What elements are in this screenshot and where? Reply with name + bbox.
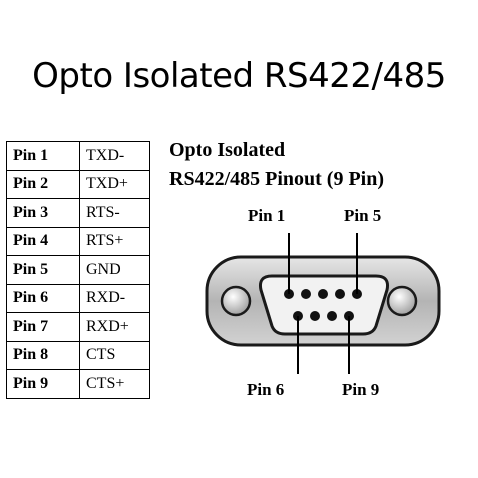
pin-4-dot [335, 289, 345, 299]
d-sub-face [259, 274, 389, 336]
pin-cell: Pin 7 [6, 312, 80, 342]
signal-cell: RXD- [79, 283, 150, 313]
pinout-title-line2: RS422/485 Pinout (9 Pin) [169, 168, 385, 190]
pin-cell: Pin 2 [6, 169, 80, 199]
pinout-title: Opto Isolated RS422/485 Pinout (9 Pin) [169, 136, 384, 194]
pin-1-label: Pin 1 [248, 206, 286, 225]
pin-6-label: Pin 6 [247, 380, 285, 399]
pin-8-dot [327, 311, 337, 321]
pin-5-label: Pin 5 [344, 206, 382, 225]
pin-7-dot [310, 311, 320, 321]
signal-cell: GND [79, 255, 150, 285]
pin-cell: Pin 6 [6, 283, 80, 313]
pin-2-dot [301, 289, 311, 299]
signal-cell: RXD+ [79, 312, 150, 342]
page-title: Opto Isolated RS422/485 [32, 56, 446, 96]
pin-cell: Pin 9 [6, 369, 80, 399]
right-screw-icon [386, 285, 418, 317]
signal-cell: CTS+ [79, 369, 150, 399]
pinout-title-line1: Opto Isolated [169, 139, 286, 161]
pin-3-dot [318, 289, 328, 299]
pin-9-label: Pin 9 [342, 380, 380, 399]
pin-cell: Pin 1 [6, 141, 80, 171]
pin-cell: Pin 5 [6, 255, 80, 285]
left-screw-icon [220, 285, 252, 317]
pin-cell: Pin 4 [6, 226, 80, 256]
signal-cell: RTS- [79, 198, 150, 228]
signal-cell: TXD- [79, 141, 150, 171]
pin-cell: Pin 3 [6, 198, 80, 228]
signal-cell: CTS [79, 340, 150, 370]
